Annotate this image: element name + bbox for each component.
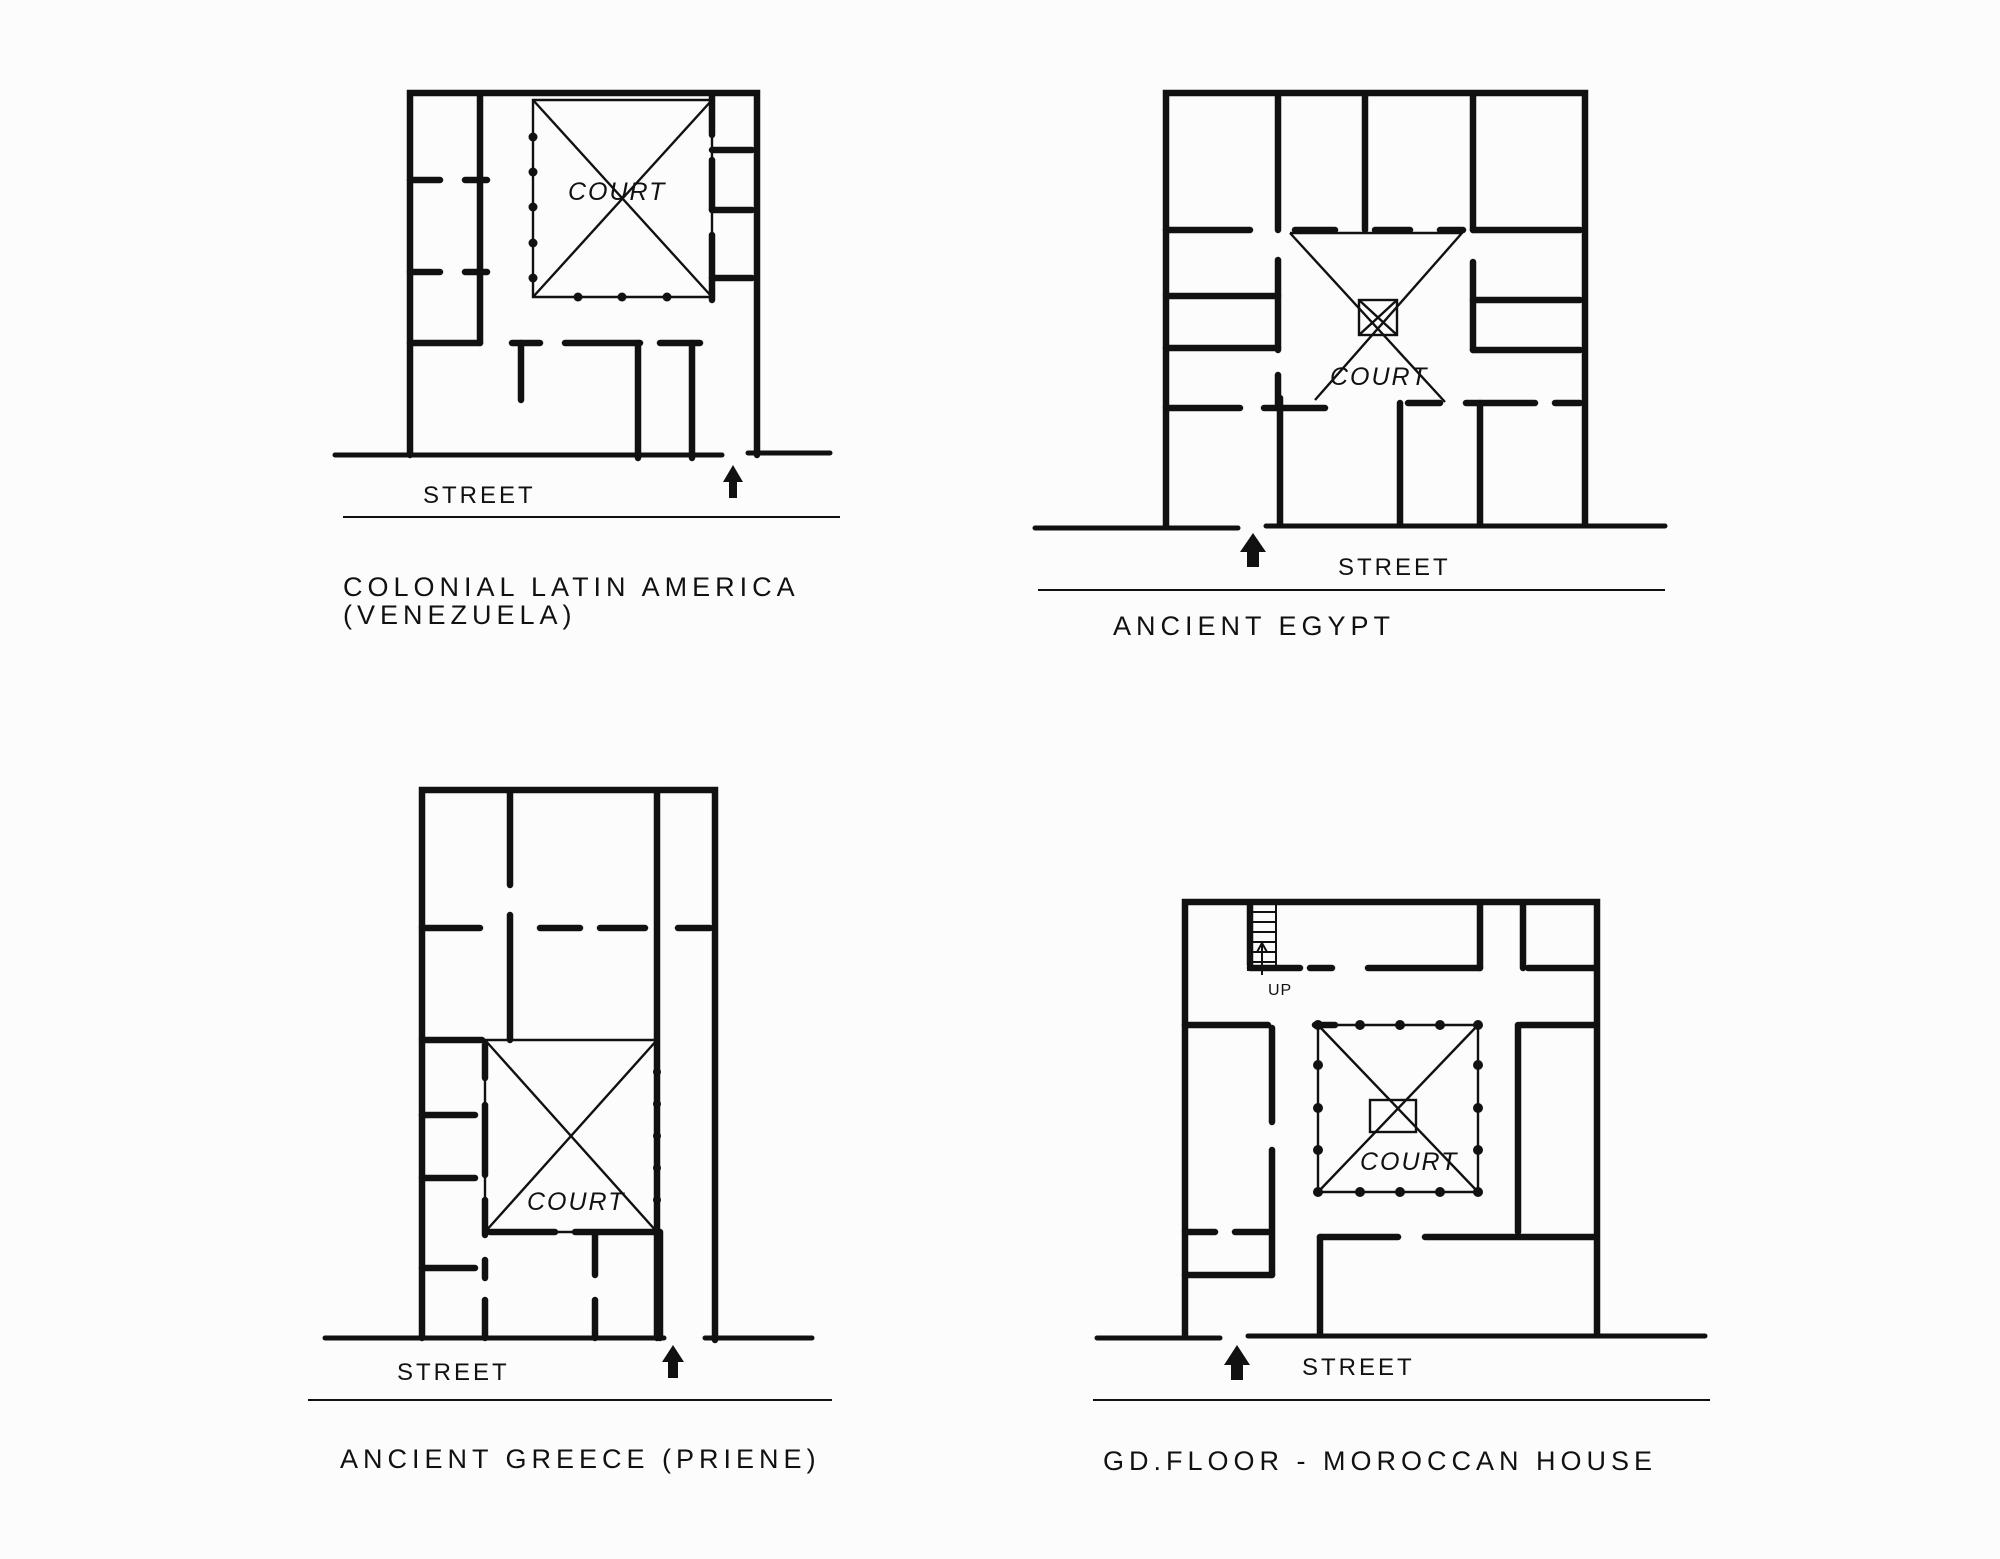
caption-venezuela-line1: COLONIAL LATIN AMERICA bbox=[343, 572, 800, 602]
entrance-arrow-morocco bbox=[1224, 1345, 1250, 1380]
stair-morocco bbox=[1247, 901, 1277, 975]
court-greece bbox=[483, 1038, 661, 1234]
street-egypt bbox=[1032, 523, 1668, 591]
walls-morocco bbox=[1181, 898, 1601, 1339]
caption-morocco-line1: GD.FLOOR - MOROCCAN HOUSE bbox=[1103, 1446, 1657, 1476]
street-label-venezuela: STREET bbox=[423, 482, 536, 509]
walls-greece bbox=[418, 786, 719, 1344]
plan-colonial-latin-america: COURT STREET COLONIAL LATIN AMERICA (VEN… bbox=[332, 89, 840, 630]
caption-venezuela-line2: (VENEZUELA) bbox=[343, 600, 577, 630]
street-label-egypt: STREET bbox=[1338, 554, 1451, 581]
court-label-egypt: COURT bbox=[1330, 363, 1428, 391]
entrance-arrow-venezuela bbox=[723, 465, 743, 498]
walls-egypt bbox=[1162, 89, 1589, 529]
street-greece bbox=[308, 1335, 832, 1401]
court-egypt bbox=[1289, 231, 1465, 403]
court-morocco bbox=[1313, 1020, 1483, 1197]
entrance-arrow-greece bbox=[662, 1345, 684, 1378]
caption-greece-line1: ANCIENT GREECE (PRIENE) bbox=[340, 1444, 821, 1474]
plan-ancient-egypt: COURT STREET ANCIENT EGYPT bbox=[1032, 89, 1668, 641]
street-label-morocco: STREET bbox=[1302, 1354, 1415, 1381]
street-venezuela bbox=[332, 450, 840, 518]
street-morocco bbox=[1093, 1333, 1710, 1401]
stair-up-label-morocco: UP bbox=[1268, 982, 1292, 999]
court-label-greece: COURT bbox=[527, 1188, 625, 1216]
court-label-morocco: COURT bbox=[1360, 1148, 1458, 1176]
plan-moroccan-house: UP COURT STREET GD.FLOO bbox=[1093, 898, 1710, 1476]
walls-venezuela bbox=[406, 89, 761, 462]
caption-egypt-line1: ANCIENT EGYPT bbox=[1113, 611, 1395, 641]
plan-ancient-greece: COURT STREET ANCIENT GREECE (PRIENE) bbox=[308, 786, 832, 1474]
entrance-arrow-egypt bbox=[1240, 533, 1266, 567]
street-label-greece: STREET bbox=[397, 1359, 510, 1386]
court-label-venezuela: COURT bbox=[568, 178, 666, 206]
court-venezuela bbox=[528, 98, 714, 302]
